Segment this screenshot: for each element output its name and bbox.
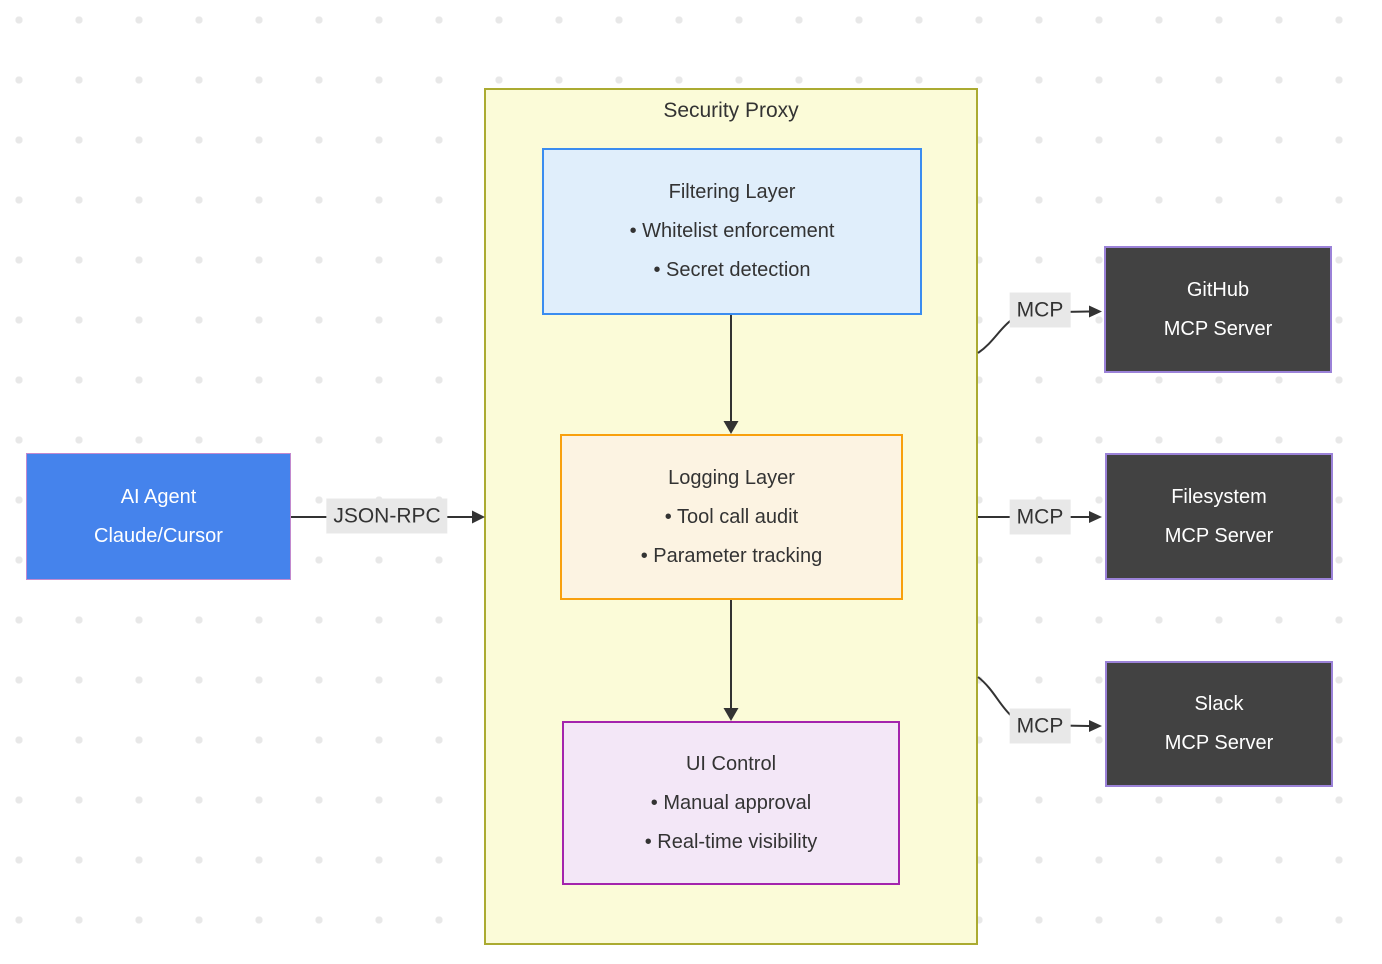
- slack-server-name: Slack: [1194, 693, 1244, 715]
- ui-control-title: UI Control: [685, 752, 777, 775]
- node-filesystem-mcp-server: Filesystem MCP Server: [1105, 453, 1333, 580]
- ai-agent-subtitle: Claude/Cursor: [94, 524, 223, 547]
- arrowhead-proxy-to-filesystem: [1089, 511, 1102, 523]
- filesystem-server-name: Filesystem: [1171, 485, 1267, 508]
- arrowhead-proxy-to-slack: [1089, 720, 1102, 732]
- node-ui-control: UI Control • Manual approval • Real-time…: [562, 721, 900, 885]
- node-filtering-layer: Filtering Layer • Whitelist enforcement …: [542, 148, 922, 315]
- node-ai-agent: AI Agent Claude/Cursor: [26, 453, 291, 580]
- filesystem-server-type: MCP Server: [1164, 524, 1274, 547]
- arrowhead-proxy-to-github: [1089, 305, 1102, 318]
- logging-layer-bullet: • Parameter tracking: [640, 544, 823, 567]
- filtering-layer-title: Filtering Layer: [668, 181, 796, 203]
- node-github-mcp-server: GitHub MCP Server: [1104, 246, 1332, 373]
- filtering-layer-bullet: • Secret detection: [653, 259, 811, 281]
- logging-layer-title: Logging Layer: [668, 466, 795, 489]
- node-logging-layer: Logging Layer • Tool call audit • Parame…: [560, 434, 903, 600]
- security-proxy-title: Security Proxy: [663, 99, 799, 122]
- filtering-layer-bullet: • Whitelist enforcement: [629, 220, 835, 242]
- edge-label-mcp-slack: MCP: [1009, 708, 1071, 744]
- github-server-name: GitHub: [1186, 278, 1250, 301]
- ai-agent-title: AI Agent: [120, 485, 197, 508]
- slack-server-type: MCP Server: [1164, 732, 1274, 754]
- ui-control-bullet: • Manual approval: [650, 791, 812, 814]
- edge-label-mcp-filesystem: MCP: [1009, 499, 1071, 535]
- node-slack-mcp-server: Slack MCP Server: [1105, 661, 1333, 787]
- ui-control-bullet: • Real-time visibility: [644, 830, 818, 853]
- logging-layer-bullet: • Tool call audit: [664, 505, 799, 528]
- github-server-type: MCP Server: [1163, 317, 1273, 340]
- edge-label-json-rpc: JSON-RPC: [326, 498, 448, 534]
- edge-label-mcp-github: MCP: [1009, 292, 1071, 328]
